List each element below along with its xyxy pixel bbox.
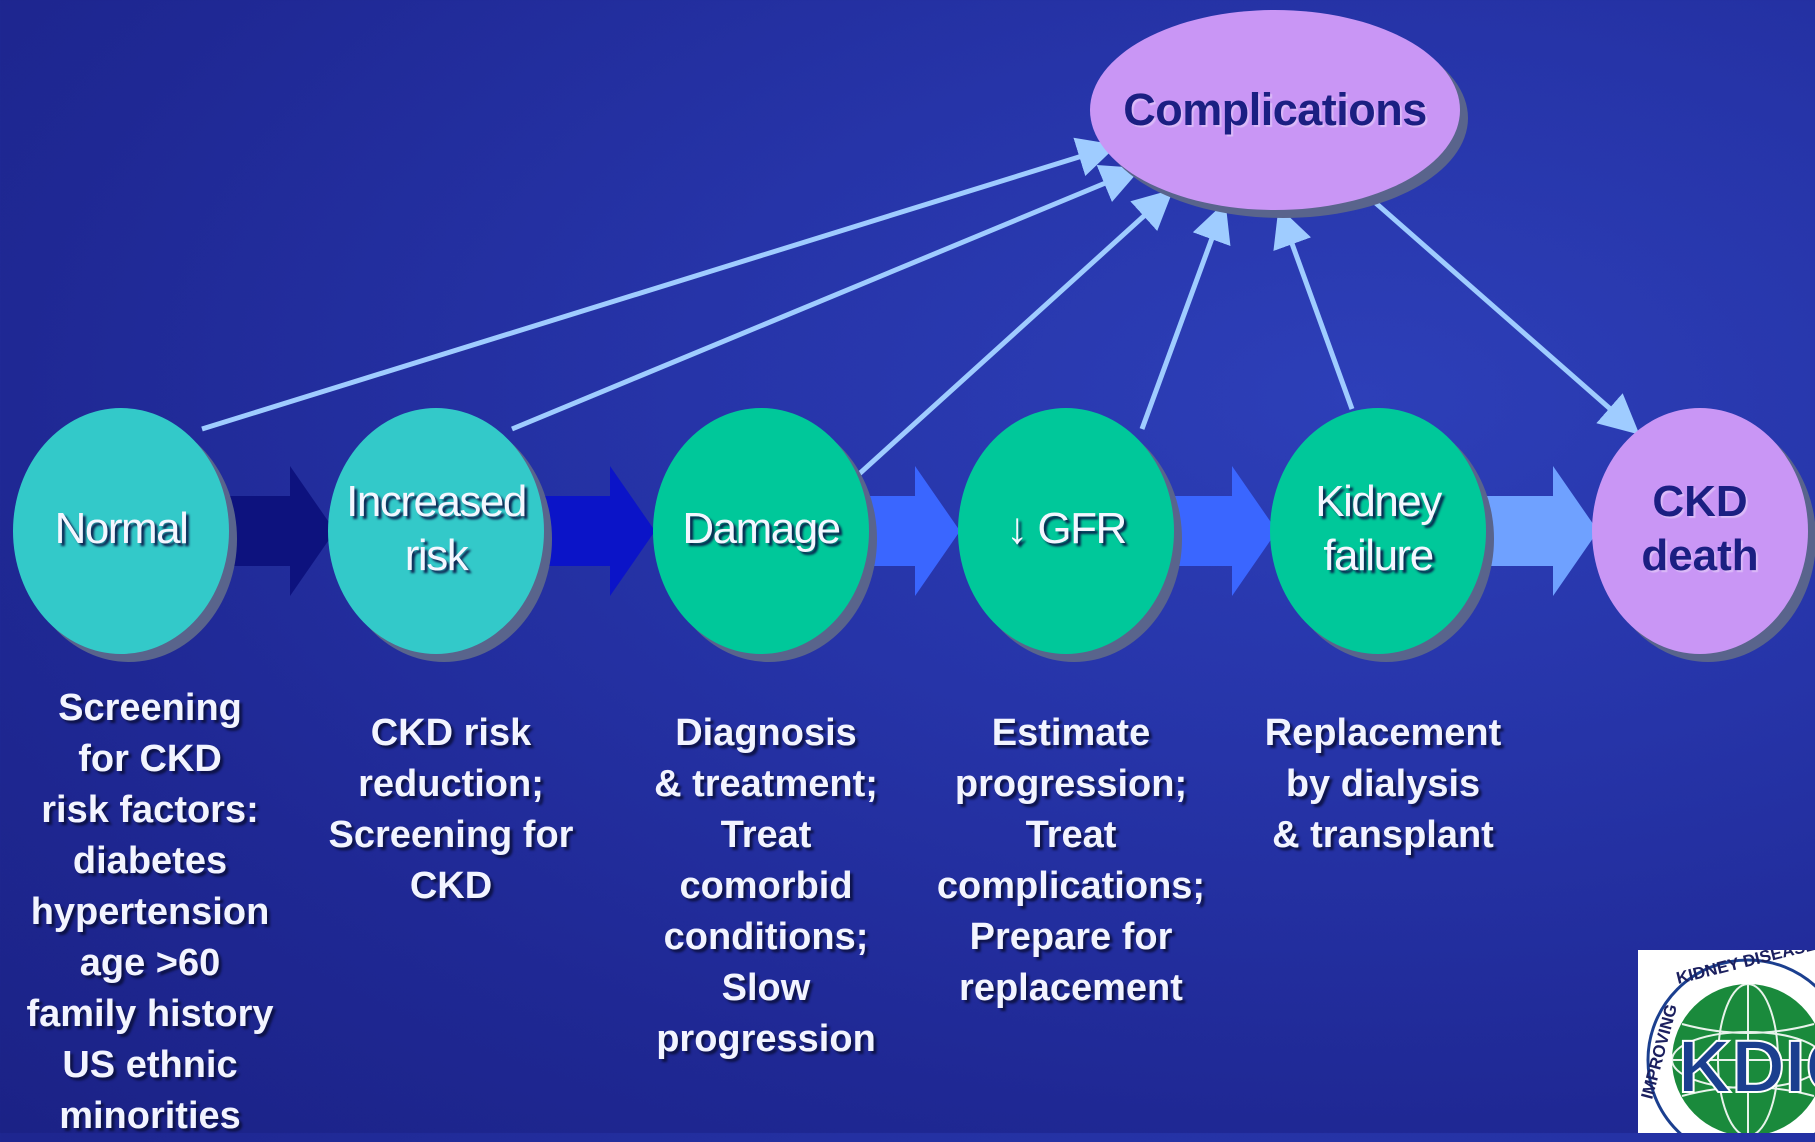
stage-caption-damage: Diagnosis & treatment; Treat comorbid co… xyxy=(654,712,878,1060)
logo-monogram: KDIG xyxy=(1678,1025,1815,1108)
complication-arrow xyxy=(1273,206,1355,410)
stage-label-gfr: ↓ GFR xyxy=(1006,504,1127,553)
complication-arrow xyxy=(1139,201,1231,430)
stage-arrow xyxy=(1482,466,1598,596)
complication-arrow xyxy=(856,189,1174,477)
stage-label-increased-risk: Increased risk xyxy=(346,477,527,580)
stage-node-damage xyxy=(653,408,869,654)
stage-node-increased-risk xyxy=(328,408,544,654)
stage-caption-gfr: Estimate progression; Treat complication… xyxy=(936,712,1206,1009)
kdigo-logo: KIDNEY DISEASE IMPROVING KDIG xyxy=(1638,950,1815,1133)
stage-caption-kidney-failure: Replacement by dialysis & transplant xyxy=(1264,712,1502,856)
stage-nodes xyxy=(13,10,1815,662)
stage-node-ckd-death xyxy=(1592,408,1808,654)
complication-arrow xyxy=(1368,196,1640,435)
stage-caption-increased-risk: CKD risk reduction; Screening for CKD xyxy=(328,712,574,907)
stage-label-damage: Damage xyxy=(682,504,841,553)
complication-arrow xyxy=(201,137,1118,432)
stage-arrows xyxy=(228,466,1598,596)
stage-arrow xyxy=(545,466,655,596)
stage-node-kidney-failure xyxy=(1270,408,1486,654)
stage-label-kidney-failure: Kidney failure xyxy=(1315,477,1442,580)
stage-node-gfr xyxy=(958,408,1174,654)
stage-label-normal: Normal xyxy=(54,504,189,553)
stage-node-normal xyxy=(13,408,229,654)
stage-arrow xyxy=(1173,466,1277,596)
complications-node xyxy=(1090,10,1460,210)
stage-label-ckd-death: CKD death xyxy=(1641,477,1759,580)
stage-arrow xyxy=(228,466,335,596)
stage-caption-normal: Screening for CKD risk factors: diabetes… xyxy=(26,687,274,1137)
complications-label: Complications xyxy=(1123,84,1427,135)
complication-arrow xyxy=(511,165,1142,432)
stage-arrow xyxy=(868,466,960,596)
complication-arrows xyxy=(201,137,1640,477)
